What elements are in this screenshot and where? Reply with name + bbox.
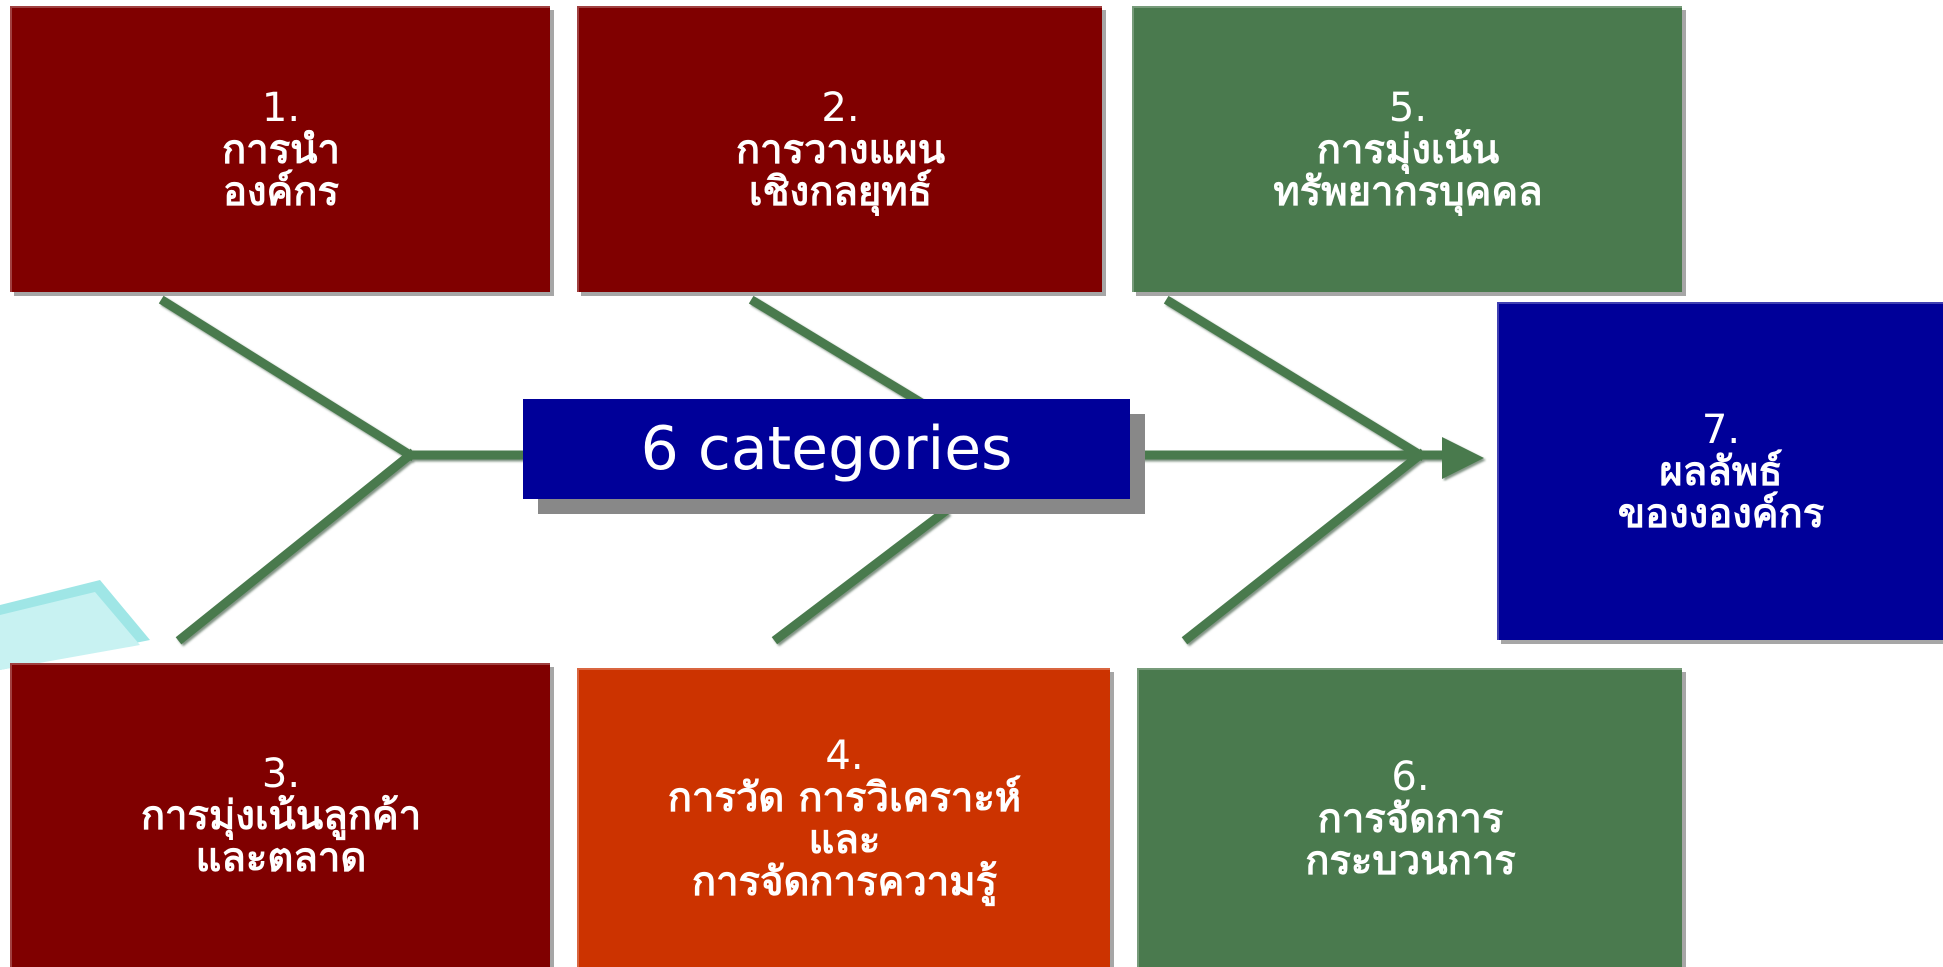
category-number: 6.: [1391, 753, 1430, 800]
bone-upper-1: [158, 295, 417, 462]
results-box-7: 7. ผลลัพธ์ ของงองค์กร: [1497, 302, 1943, 640]
category-title: ผลลัพธ์ ของงองค์กร: [1617, 449, 1825, 537]
category-number: 1.: [261, 85, 301, 131]
category-number: 4.: [825, 732, 864, 779]
category-title: การจัดการ กระบวนการ: [1305, 795, 1516, 884]
category-number: 7.: [1701, 407, 1741, 453]
category-box-4: 4. การวัด การวิเคราะห์ และ การจัดการความ…: [577, 668, 1110, 967]
bone-lower-2: [771, 506, 950, 645]
category-number: 5.: [1388, 85, 1428, 131]
category-box-5: 5. การมุ่งเน้น ทรัพยากรบุคคล: [1132, 6, 1682, 292]
category-box-2: 2. การวางแผน เชิงกลยุทธ์: [577, 6, 1102, 292]
category-title: การมุ่งเน้นลูกค้า และตลาด: [140, 793, 422, 881]
category-number: 3.: [261, 751, 301, 797]
bone-lower-3: [1181, 448, 1427, 645]
category-number: 2.: [821, 85, 860, 131]
category-box-1: 1. การนำ องค์กร: [10, 6, 550, 292]
category-title: การวางแผน เชิงกลยุทธ์: [735, 127, 946, 215]
bone-upper-3: [1163, 295, 1427, 462]
category-title: การนำ องค์กร: [222, 127, 340, 215]
bone-lower-1: [175, 448, 417, 645]
bone-upper-2: [748, 295, 932, 412]
decorative-corner-shape: [0, 580, 150, 670]
arrow-head-icon: [1442, 437, 1484, 479]
category-title: การมุ่งเน้น ทรัพยากรบุคคล: [1273, 127, 1543, 215]
center-label: 6 categories: [523, 399, 1130, 499]
category-box-6: 6. การจัดการ กระบวนการ: [1137, 668, 1682, 967]
category-title: การวัด การวิเคราะห์ และ การจัดการความรู้: [667, 774, 1022, 905]
category-box-3: 3. การมุ่งเน้นลูกค้า และตลาด: [10, 663, 550, 967]
